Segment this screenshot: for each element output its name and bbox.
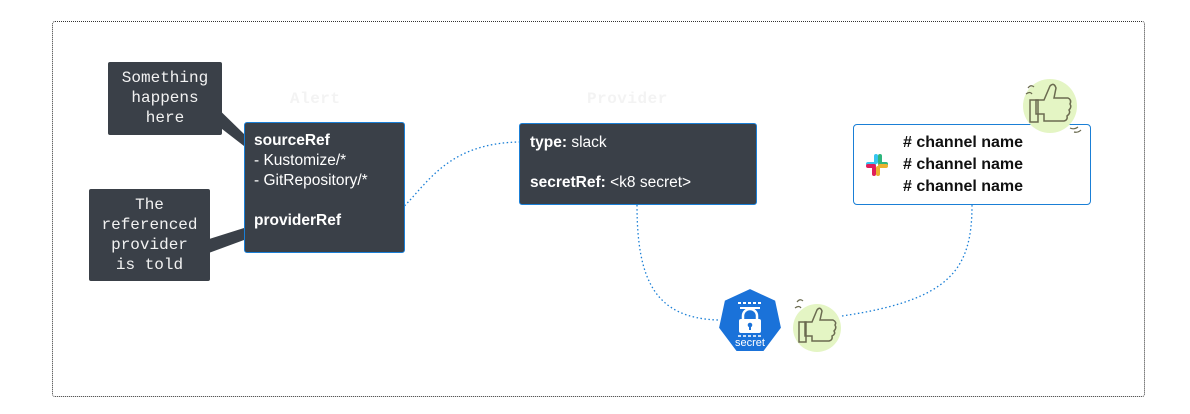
channel-name: # channel name: [903, 134, 1024, 151]
alert-card: sourceRef - Kustomize/* - GitRepository/…: [244, 122, 405, 253]
provider-type-key: type:: [530, 134, 568, 151]
channel-list: # channel name # channel name # channel …: [903, 132, 1023, 198]
provider-secret-row: secretRef: <k8 secret>: [530, 173, 756, 193]
slack-channels-card: # channel name # channel name # channel …: [853, 124, 1091, 205]
secret-heptagon: [716, 286, 784, 353]
source-kind-kustomize: - Kustomize/*: [254, 152, 347, 169]
kubernetes-secret-icon: secret: [716, 286, 784, 356]
callout-something-happens: Something happens here: [108, 62, 222, 135]
provider-secret-value: <k8 secret>: [605, 174, 692, 191]
thumbs-up-icon: [793, 299, 841, 352]
provider-type-value: slack: [567, 134, 607, 151]
provider-type-row: type: slack: [530, 133, 756, 153]
secret-label: secret: [735, 337, 765, 349]
provider-secret-key: secretRef:: [530, 174, 606, 191]
provider-label: Provider: [587, 90, 668, 108]
slack-logo-icon: [866, 154, 888, 176]
provider-card: type: slack secretRef: <k8 secret>: [519, 123, 757, 205]
provider-ref-field: providerRef: [254, 212, 341, 229]
thumbs-up-icon: [1023, 79, 1082, 133]
channel-name: # channel name: [903, 178, 1024, 195]
callout-provider-told: The referenced provider is told: [89, 189, 210, 281]
diagram-frame: [52, 21, 1145, 397]
source-kind-gitrepository: - GitRepository/*: [254, 172, 368, 189]
channel-name: # channel name: [903, 156, 1024, 173]
alert-label: Alert: [290, 90, 341, 108]
source-ref-field: sourceRef: [254, 132, 330, 149]
